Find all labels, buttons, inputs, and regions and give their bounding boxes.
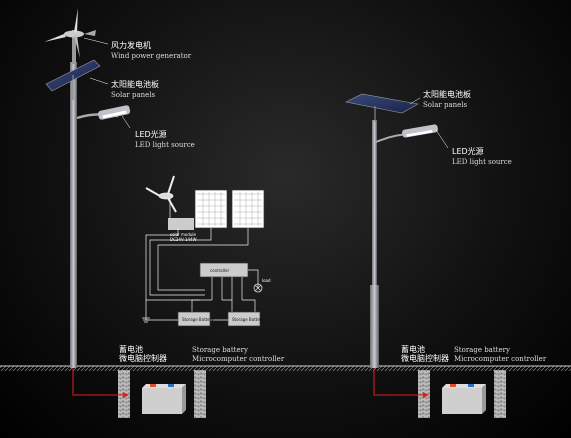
wiring-schematic: [142, 175, 265, 327]
schematic-module-spec: DC24V 144W: [170, 237, 197, 242]
schematic-panel-2: [231, 189, 265, 229]
schematic-controller-label: controller: [210, 268, 229, 273]
left-bottom-cn-2: 微电脑控制器: [119, 353, 167, 363]
right-pole-shaft: [372, 120, 377, 368]
right-bottom-en-2: Microcomputer controller: [454, 355, 547, 363]
left-solar-panel-icon: [45, 59, 101, 100]
right-battery-box-icon: [442, 384, 486, 414]
schematic-load-label: load: [262, 278, 271, 283]
left-wire-arrow: [72, 368, 129, 398]
right-label-led-en: LED light source: [452, 158, 512, 166]
schematic-turbine-icon: [145, 175, 177, 225]
ground-hatch: [0, 366, 571, 371]
right-brick-wall-2: [494, 370, 506, 418]
left-label-led-en: LED light source: [135, 141, 195, 149]
right-led-lamp-icon: [402, 124, 438, 138]
left-bottom-en-2: Microcomputer controller: [192, 355, 285, 363]
right-pole: 太阳能电池板 Solar panels LED光源 LED light sour…: [345, 89, 547, 418]
left-label-solar-en: Solar panels: [111, 91, 156, 99]
right-wire-arrow: [373, 368, 429, 398]
schematic-battery2-label: Storage Battery: [232, 317, 264, 322]
right-label-led-cn: LED光源: [452, 146, 484, 156]
left-battery-box-icon: [142, 384, 186, 414]
schematic-panel-1: [194, 189, 228, 229]
schematic-load-lamp-icon: [253, 283, 263, 293]
right-label-solar-cn: 太阳能电池板: [423, 89, 471, 99]
left-wind-turbine-icon: [44, 8, 96, 64]
schematic-battery-2: [227, 311, 261, 327]
right-bottom-cn-1: 蓄电池: [401, 344, 425, 354]
left-bottom-en-1: Storage battery: [192, 346, 248, 354]
right-brick-wall-1: [418, 370, 430, 418]
left-label-wind-cn: 风力发电机: [111, 40, 151, 50]
left-brick-wall-2: [194, 370, 206, 418]
right-bottom-en-1: Storage battery: [454, 346, 510, 354]
right-bottom-cn-2: 微电脑控制器: [401, 353, 449, 363]
left-pole: 风力发电机 Wind power generator 太阳能电池板 Solar …: [44, 8, 285, 418]
left-led-lamp-icon: [98, 105, 131, 120]
left-brick-wall-1: [118, 370, 130, 418]
left-label-led-cn: LED光源: [135, 129, 167, 139]
right-solar-panel-icon: [345, 93, 419, 122]
left-bottom-cn-1: 蓄电池: [119, 344, 143, 354]
schematic-battery-1: [177, 311, 211, 327]
left-label-solar-cn: 太阳能电池板: [111, 79, 159, 89]
left-label-wind-en: Wind power generator: [111, 52, 192, 60]
schematic-battery1-label: Storage Battery: [182, 317, 214, 322]
schematic-module-label: solar module: [170, 232, 197, 237]
right-label-solar-en: Solar panels: [423, 101, 468, 109]
left-pole-shaft: [70, 62, 77, 368]
